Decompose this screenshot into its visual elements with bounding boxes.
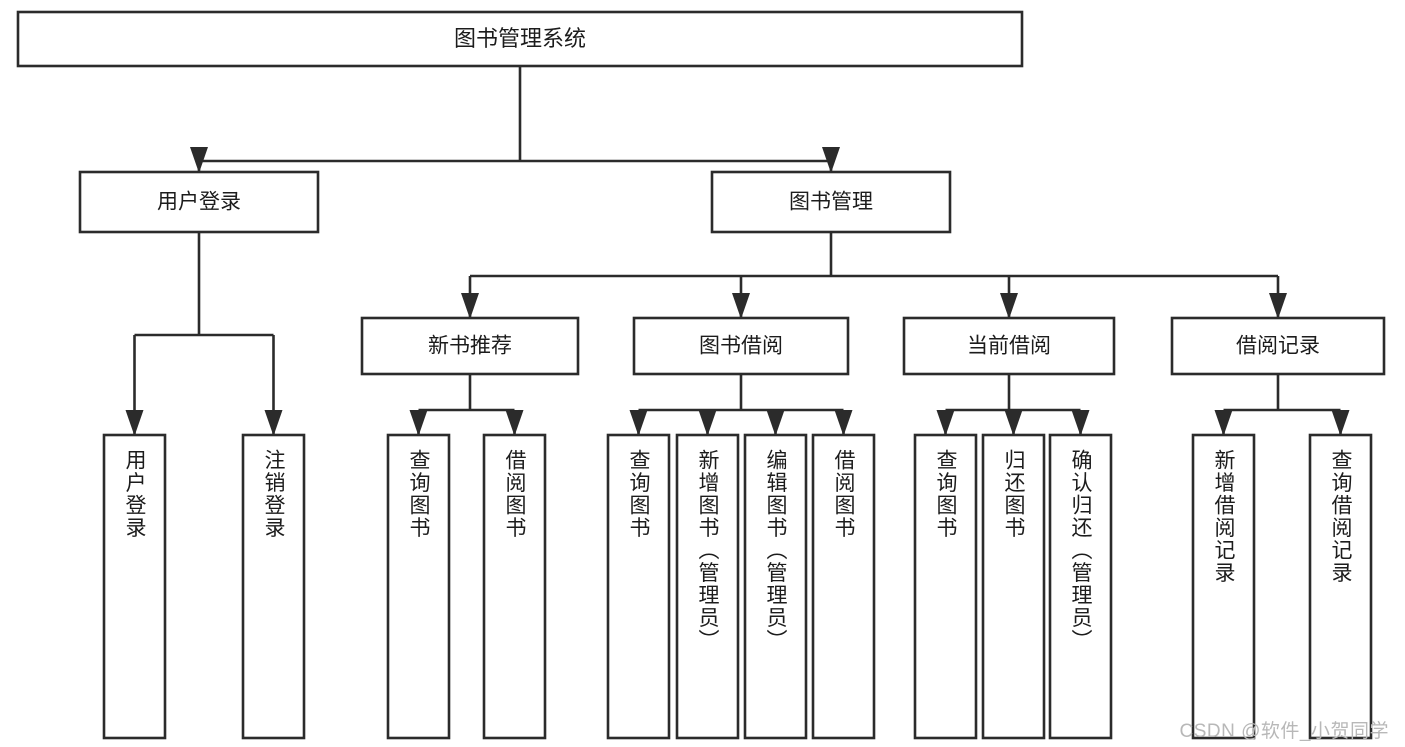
node-box-root (16, 10, 1024, 68)
node-leaf-add-book[interactable] (675, 433, 740, 740)
connector-group-user-login (125, 232, 283, 436)
arrow-head-icon (1000, 293, 1018, 319)
arrow-head-icon (190, 147, 208, 173)
node-box-current-borrow (902, 316, 1116, 376)
node-leaf-confirm-return[interactable] (1048, 433, 1113, 740)
node-leaf-query-book-borrow[interactable] (606, 433, 671, 740)
node-label-borrow-records: 借阅记录 (1236, 335, 1320, 358)
node-box-leaf-query-book-recommend (386, 433, 451, 740)
node-leaf-borrow-book-recommend[interactable] (482, 433, 547, 740)
node-leaf-user-login[interactable] (102, 433, 167, 740)
node-box-book-management (710, 170, 952, 234)
node-leaf-borrow-book[interactable] (811, 433, 876, 740)
node-box-leaf-logout (241, 433, 306, 740)
node-label-book-management: 图书管理 (789, 191, 873, 214)
connector-group-book-borrow (629, 374, 853, 436)
node-box-user-login (78, 170, 320, 234)
node-borrow-records[interactable]: 借阅记录 (1170, 316, 1386, 376)
connector-group-current-borrow (936, 374, 1090, 436)
node-leaf-add-borrow-record[interactable] (1191, 433, 1256, 740)
arrow-head-icon (264, 410, 283, 436)
node-book-management[interactable]: 图书管理 (710, 170, 952, 234)
arrow-head-icon (1071, 410, 1090, 436)
node-leaf-edit-book[interactable] (743, 433, 808, 740)
connector-layer (125, 66, 1350, 436)
node-label-new-book-recommend: 新书推荐 (428, 335, 512, 358)
arrow-head-icon (1214, 410, 1233, 436)
node-label-root: 图书管理系统 (454, 26, 586, 51)
arrow-head-icon (1269, 293, 1287, 319)
node-label-current-borrow: 当前借阅 (967, 335, 1051, 358)
node-box-leaf-query-borrow-record (1308, 433, 1373, 740)
node-box-leaf-query-book-current (913, 433, 978, 740)
node-box-leaf-edit-book (743, 433, 808, 740)
node-label-book-borrow: 图书借阅 (699, 335, 783, 358)
node-current-borrow[interactable]: 当前借阅 (902, 316, 1116, 376)
node-box-leaf-query-book-borrow (606, 433, 671, 740)
arrow-head-icon (461, 293, 479, 319)
connector-group-new-book-recommend (409, 374, 524, 436)
arrow-head-icon (834, 410, 853, 436)
arrow-head-icon (125, 410, 144, 436)
arrow-head-icon (1004, 410, 1023, 436)
node-box-leaf-add-borrow-record (1191, 433, 1256, 740)
node-leaf-logout[interactable] (241, 433, 306, 740)
node-box-leaf-borrow-book-recommend (482, 433, 547, 740)
node-user-login[interactable]: 用户登录 (78, 170, 320, 234)
arrow-head-icon (766, 410, 785, 436)
node-box-leaf-confirm-return (1048, 433, 1113, 740)
arrow-head-icon (732, 293, 750, 319)
node-leaf-query-book-recommend[interactable] (386, 433, 451, 740)
node-book-borrow[interactable]: 图书借阅 (632, 316, 850, 376)
node-box-leaf-add-book (675, 433, 740, 740)
connector-group-book-management (461, 232, 1287, 319)
node-box-new-book-recommend (360, 316, 580, 376)
node-box-borrow-records (1170, 316, 1386, 376)
arrow-head-icon (936, 410, 955, 436)
arrow-head-icon (822, 147, 840, 173)
arrow-head-icon (1331, 410, 1350, 436)
node-box-leaf-borrow-book (811, 433, 876, 740)
node-box-leaf-user-login (102, 433, 167, 740)
node-leaf-query-book-current[interactable] (913, 433, 978, 740)
node-box-leaf-return-book (981, 433, 1046, 740)
node-root[interactable]: 图书管理系统 (16, 10, 1024, 68)
connector-group-borrow-records (1214, 374, 1350, 436)
arrow-head-icon (629, 410, 648, 436)
watermark-text: CSDN @软件_小贺同学 (1179, 721, 1389, 742)
node-leaf-query-borrow-record[interactable] (1308, 433, 1373, 740)
node-label-user-login: 用户登录 (157, 191, 241, 214)
arrow-head-icon (409, 410, 428, 436)
connector-group-root (190, 66, 840, 173)
node-leaf-return-book[interactable] (981, 433, 1046, 740)
arrow-head-icon (505, 410, 524, 436)
node-box-book-borrow (632, 316, 850, 376)
arrow-head-icon (698, 410, 717, 436)
node-new-book-recommend[interactable]: 新书推荐 (360, 316, 580, 376)
